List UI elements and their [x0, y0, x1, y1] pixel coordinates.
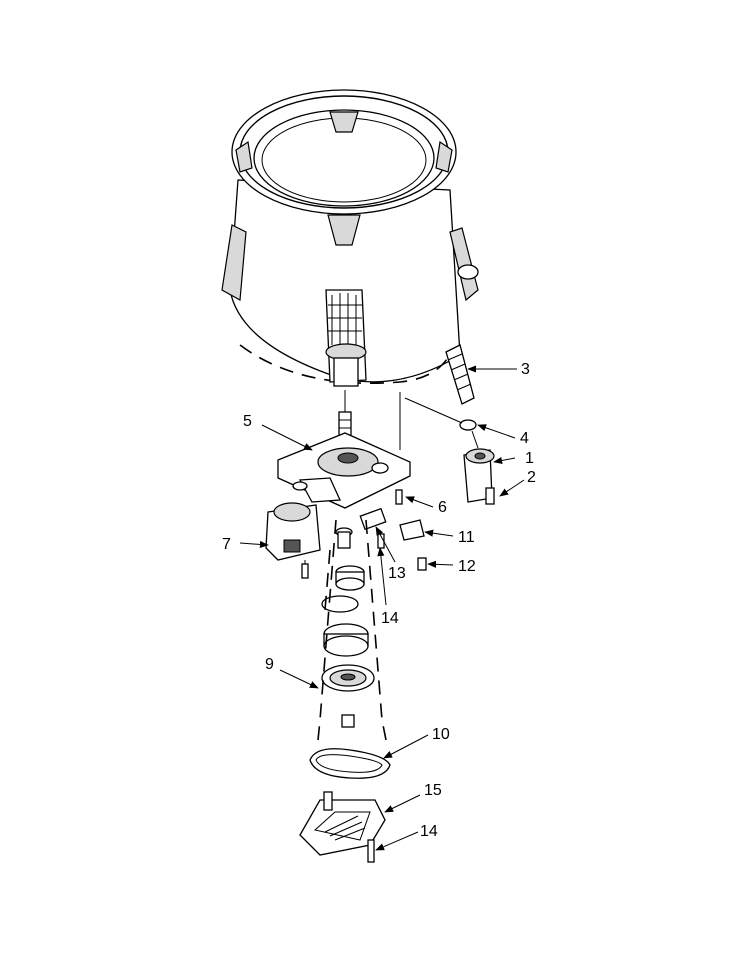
callout-14-upper: 14 — [381, 610, 399, 627]
drain-hose — [445, 344, 475, 405]
belt-guard — [299, 791, 386, 863]
mounting-plate-assembly — [277, 411, 411, 509]
callout-10: 10 — [432, 726, 450, 743]
callout-7: 7 — [222, 536, 231, 553]
callout-13: 13 — [388, 565, 406, 582]
hose-clamp — [459, 419, 477, 431]
screw-6 — [395, 489, 403, 505]
part-11 — [399, 519, 425, 541]
callout-9: 9 — [265, 656, 274, 673]
callout-3: 3 — [521, 361, 530, 378]
callout-2: 2 — [527, 469, 536, 486]
callout-14-lower: 14 — [420, 823, 438, 840]
callout-6: 6 — [438, 499, 447, 516]
callout-1: 1 — [525, 450, 534, 467]
callout-5: 5 — [243, 413, 252, 430]
clutch-stack — [321, 527, 369, 657]
callout-15: 15 — [424, 782, 442, 799]
drive-belt — [309, 748, 391, 779]
callout-11: 11 — [458, 529, 475, 546]
pulley — [321, 664, 375, 728]
motor — [265, 502, 321, 579]
drain-pump — [463, 448, 495, 505]
leader-lines — [239, 365, 525, 851]
part-13 — [359, 507, 387, 549]
screw-12 — [417, 557, 427, 571]
callout-4: 4 — [520, 430, 529, 447]
tub-assembly — [221, 89, 479, 387]
callout-12: 12 — [458, 558, 476, 575]
